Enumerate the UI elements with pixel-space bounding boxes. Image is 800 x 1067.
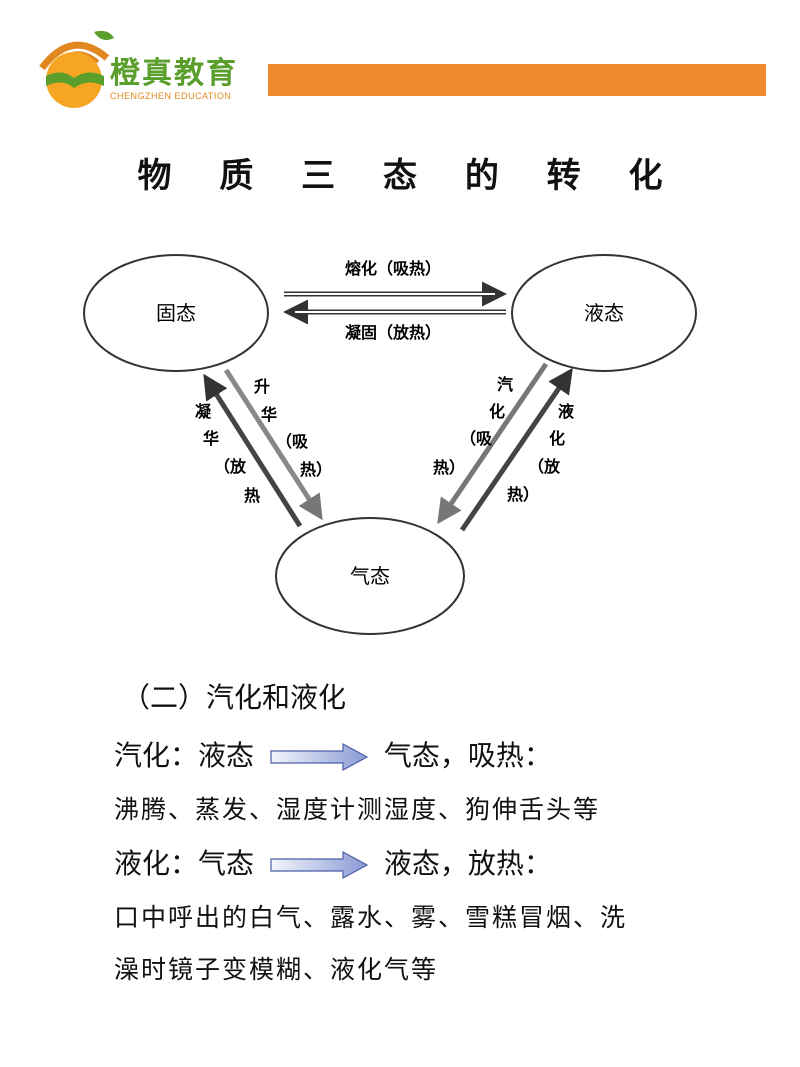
vaporization-examples: 沸腾、蒸发、湿度计测湿度、狗伸舌头等 — [114, 795, 601, 824]
vaporization-label-4: 热） — [433, 458, 465, 477]
melting-label: 熔化（吸热） — [345, 259, 441, 278]
vaporization-label-1: 汽 — [497, 375, 513, 394]
right-arrow-icon — [270, 850, 369, 880]
sublimation-arrow — [223, 368, 323, 521]
liquefaction-label-3: （放 — [528, 457, 561, 476]
liquefaction-label-4: 热） — [507, 485, 539, 504]
liquid-state-node — [511, 254, 697, 372]
desublimation-label-1: 凝 — [195, 402, 212, 421]
header-accent-bar — [268, 64, 766, 96]
section-heading: （二）汽化和液化 — [122, 681, 347, 714]
sublimation-label-4: 热） — [300, 460, 332, 479]
gas-state-label: 气态 — [350, 564, 390, 588]
solid-state-label: 固态 — [156, 301, 196, 325]
orange-book-logo-icon — [39, 30, 114, 108]
brand-name-english: CHENGZHEN EDUCATION — [110, 91, 232, 101]
sublimation-label-1: 升 — [254, 377, 270, 396]
brand-name: 橙真教育 — [110, 56, 238, 91]
liquefaction-term: 液化：气态 — [114, 847, 255, 880]
liquefaction-examples-line-2: 澡时镜子变模糊、液化气等 — [114, 955, 439, 984]
vaporization-result: 气态，吸热： — [383, 739, 552, 772]
liquefaction-row: 液化：气态 液态，放热： — [114, 842, 552, 882]
vaporization-row: 汽化：液态 气态，吸热： — [114, 734, 552, 774]
liquefaction-result: 液态，放热： — [383, 847, 552, 880]
liquefaction-arrow — [459, 367, 573, 532]
state-transition-diagram: 固态 液态 气态 熔化（吸热） 凝固（放热） 升 华 （吸 热） 凝 华 （放 … — [83, 254, 697, 635]
sublimation-label-3: （吸 — [276, 432, 309, 451]
liquefaction-label-2: 化 — [549, 429, 565, 448]
right-arrow-icon — [270, 742, 369, 772]
header: 橙真教育 CHENGZHEN EDUCATION — [0, 0, 800, 120]
desublimation-label-3: （放 — [214, 457, 247, 476]
liquid-state-label: 液态 — [584, 301, 624, 325]
solidifying-label: 凝固（放热） — [345, 323, 441, 342]
page-title: 物 质 三 态 的 转 化 — [137, 156, 681, 196]
solid-state-node — [83, 254, 269, 372]
sublimation-label-2: 华 — [261, 405, 277, 424]
desublimation-label-4: 热 — [244, 486, 260, 505]
gas-state-node — [275, 517, 465, 635]
vaporization-term: 汽化：液态 — [114, 739, 255, 772]
liquefaction-examples-line-1: 口中呼出的白气、露水、雾、雪糕冒烟、洗 — [114, 903, 628, 932]
vaporization-arrow — [437, 362, 549, 525]
liquefaction-label-1: 液 — [558, 402, 575, 421]
vaporization-label-2: 化 — [489, 402, 505, 421]
desublimation-label-2: 华 — [203, 429, 219, 448]
desublimation-arrow — [203, 373, 303, 528]
vaporization-label-3: （吸 — [460, 429, 493, 448]
